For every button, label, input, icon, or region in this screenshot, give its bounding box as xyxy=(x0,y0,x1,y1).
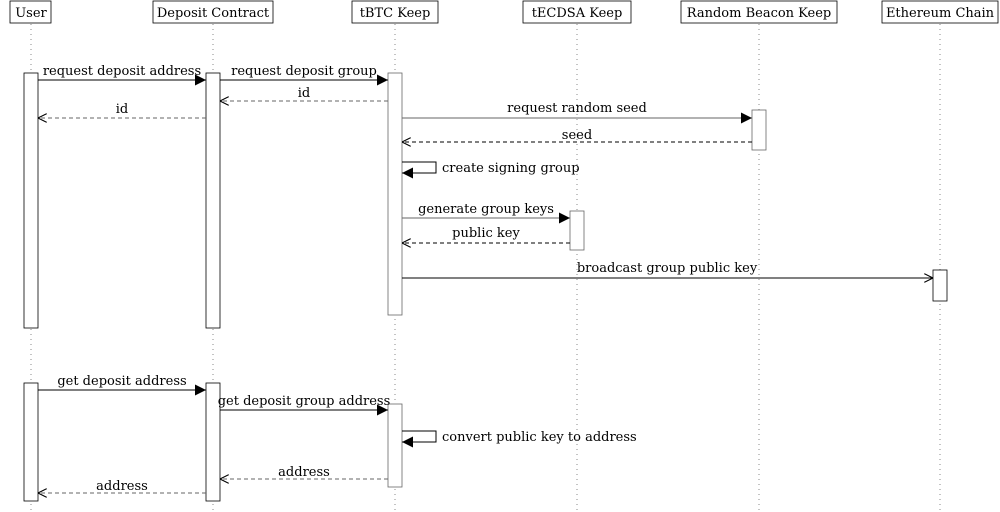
message-label: request deposit address xyxy=(43,64,201,79)
message-id-return-deposit: id xyxy=(220,86,388,101)
participant-tecdsa-keep: tECDSA Keep xyxy=(522,0,632,24)
message-label: seed xyxy=(562,128,592,143)
activation-deposit-2 xyxy=(205,382,221,502)
activation-beacon-1 xyxy=(751,109,767,151)
activation-user-1 xyxy=(23,72,39,329)
participant-ethereum-chain-label: Ethereum Chain xyxy=(886,6,995,21)
message-label: address xyxy=(96,479,148,494)
message-label: id xyxy=(298,86,310,101)
message-address-return-deposit: address xyxy=(220,465,388,480)
participant-user: User xyxy=(9,0,52,24)
message-request-deposit-address: request deposit address xyxy=(38,64,206,86)
message-address-return-user: address xyxy=(38,479,206,494)
message-label: generate group keys xyxy=(418,202,554,217)
message-label: public key xyxy=(452,226,520,241)
activation-tbtc-2 xyxy=(387,403,403,488)
participant-tbtc-keep: tBTC Keep xyxy=(351,0,439,24)
message-label: create signing group xyxy=(442,161,580,176)
message-create-signing-group: create signing group xyxy=(402,161,580,179)
message-seed-return: seed xyxy=(402,128,752,143)
message-request-deposit-group: request deposit group xyxy=(220,64,388,86)
participant-ethereum-chain: Ethereum Chain xyxy=(881,0,999,24)
message-label: get deposit address xyxy=(57,374,186,389)
message-label: broadcast group public key xyxy=(577,261,758,276)
message-broadcast-group-public-key: broadcast group public key xyxy=(402,261,933,278)
participant-user-label: User xyxy=(15,6,47,21)
participant-tecdsa-keep-label: tECDSA Keep xyxy=(532,6,623,21)
participant-deposit-contract-label: Deposit Contract xyxy=(157,6,270,21)
message-label: get deposit group address xyxy=(218,394,391,409)
activation-user-2 xyxy=(23,382,39,502)
participant-tbtc-keep-label: tBTC Keep xyxy=(360,6,431,21)
message-convert-public-key-to-address: convert public key to address xyxy=(402,430,637,448)
participant-random-beacon-keep-label: Random Beacon Keep xyxy=(687,6,832,21)
participant-random-beacon-keep: Random Beacon Keep xyxy=(680,0,838,24)
participant-deposit-contract: Deposit Contract xyxy=(152,0,274,24)
message-get-deposit-group-address: get deposit group address xyxy=(218,394,391,416)
message-label: request deposit group xyxy=(231,64,377,79)
activation-tecdsa-1 xyxy=(569,210,585,251)
activation-eth-1 xyxy=(932,269,948,302)
message-label: id xyxy=(116,102,128,117)
participant-headers: User Deposit Contract tBTC Keep tECDSA K… xyxy=(9,0,999,24)
message-public-key-return: public key xyxy=(402,226,570,243)
message-label: convert public key to address xyxy=(442,430,637,445)
message-label: address xyxy=(278,465,330,480)
activation-tbtc-1 xyxy=(387,72,403,316)
message-label: request random seed xyxy=(507,101,647,116)
message-generate-group-keys: generate group keys xyxy=(402,202,570,224)
messages: request deposit address request deposit … xyxy=(38,64,933,494)
message-get-deposit-address: get deposit address xyxy=(38,374,206,396)
activation-bars xyxy=(23,72,948,502)
activation-deposit-1 xyxy=(205,72,221,329)
message-id-return-user: id xyxy=(38,102,206,118)
message-request-random-seed: request random seed xyxy=(402,101,752,124)
